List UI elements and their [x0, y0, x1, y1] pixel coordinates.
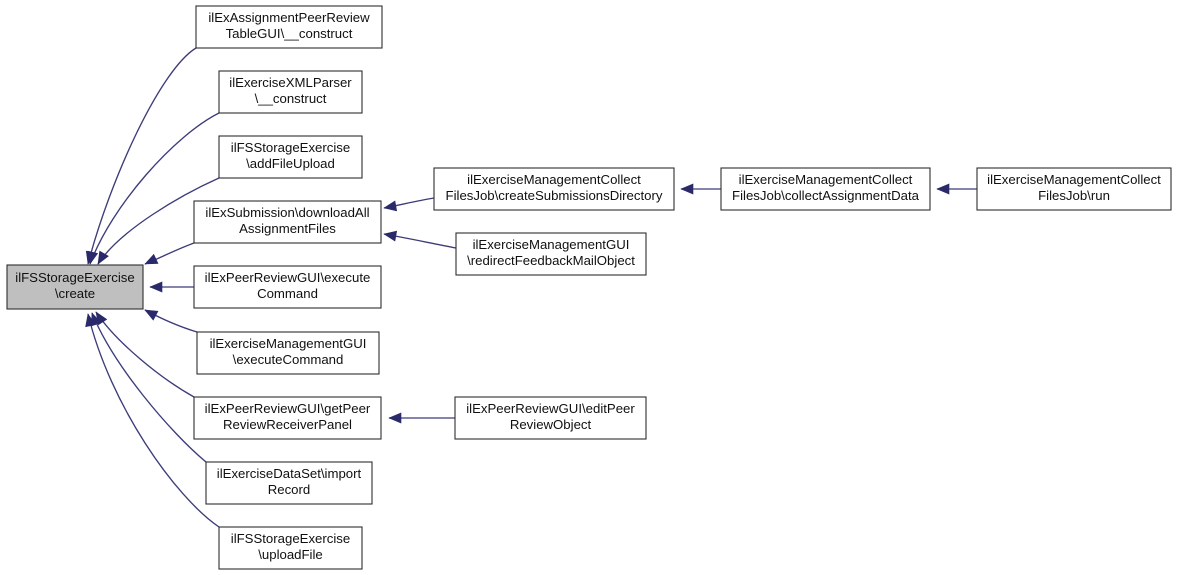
node-label-line2: AssignmentFiles: [239, 221, 336, 236]
node-label-line1: ilFSStorageExercise: [231, 140, 350, 155]
graph-node-exmgmt-execcmd[interactable]: ilExerciseManagementGUI\executeCommand: [196, 331, 380, 375]
node-label-line2: \create: [55, 286, 95, 301]
node-label-line1: ilExerciseManagementCollect: [467, 172, 641, 187]
node-box[interactable]: [218, 526, 363, 570]
edge-arrowhead: [85, 313, 96, 328]
node-box[interactable]: [720, 167, 931, 211]
node-box[interactable]: [6, 264, 144, 310]
graph-edge: [89, 112, 220, 265]
node-label-line1: ilExerciseManagementGUI: [473, 237, 630, 252]
node-box[interactable]: [976, 167, 1172, 211]
node-box[interactable]: [196, 331, 380, 375]
node-label: ilExerciseManagementGUI\executeCommand: [210, 336, 367, 367]
node-label: ilExerciseXMLParser\__construct: [229, 75, 352, 106]
node-label-line1: ilFSStorageExercise: [15, 270, 134, 285]
edge-arrowhead: [383, 230, 398, 242]
node-box[interactable]: [454, 396, 647, 440]
node-label-line2: Record: [268, 482, 311, 497]
edge-arrowhead: [149, 281, 163, 293]
node-box[interactable]: [193, 200, 382, 244]
node-label-line2: \uploadFile: [258, 547, 323, 562]
node-box[interactable]: [433, 167, 675, 211]
node-box[interactable]: [218, 70, 363, 114]
node-label-line2: ReviewReceiverPanel: [223, 417, 352, 432]
node-label-line1: ilExAssignmentPeerReview: [208, 10, 370, 25]
edge-arrowhead: [87, 250, 99, 265]
node-label-line2: \addFileUpload: [246, 156, 335, 171]
graph-edge: [97, 177, 220, 265]
node-label-line1: ilFSStorageExercise: [231, 531, 350, 546]
node-label-line1: ilExPeerReviewGUI\execute: [205, 270, 371, 285]
node-label-line2: FilesJob\run: [1038, 188, 1110, 203]
graph-node-addfileupload[interactable]: ilFSStorageExercise\addFileUpload: [218, 135, 363, 179]
node-label-line1: ilExerciseManagementCollect: [739, 172, 913, 187]
node-label-line1: ilExPeerReviewGUI\getPeer: [205, 401, 371, 416]
node-label-line2: ReviewObject: [510, 417, 592, 432]
graph-edge: [87, 313, 220, 528]
graph-node-xmlparser-construct[interactable]: ilExerciseXMLParser\__construct: [218, 70, 363, 114]
node-label-line1: ilExerciseManagementCollect: [987, 172, 1161, 187]
graph-edge: [91, 312, 207, 463]
graph-node-redirectfeedbackmail[interactable]: ilExerciseManagementGUI\redirectFeedback…: [455, 232, 647, 276]
node-box[interactable]: [205, 461, 373, 505]
node-box[interactable]: [218, 135, 363, 179]
node-box[interactable]: [455, 232, 647, 276]
node-label-line1: ilExSubmission\downloadAll: [205, 205, 369, 220]
node-label-line2: \__construct: [255, 91, 327, 106]
node-label-line2: FilesJob\createSubmissionsDirectory: [446, 188, 663, 203]
node-label-line2: Command: [257, 286, 318, 301]
edge-layer: [85, 47, 978, 528]
node-box[interactable]: [195, 5, 383, 49]
node-label-line2: TableGUI\__construct: [226, 26, 353, 41]
edge-arrowhead: [144, 253, 159, 265]
edge-arrowhead: [936, 183, 950, 195]
node-label: ilExerciseManagementGUI\redirectFeedback…: [467, 237, 635, 268]
graph-node-uploadfile[interactable]: ilFSStorageExercise\uploadFile: [218, 526, 363, 570]
node-label-line1: ilExerciseXMLParser: [229, 75, 352, 90]
graph-edge: [95, 311, 195, 398]
edge-arrowhead: [97, 250, 109, 265]
node-label-line2: FilesJob\collectAssignmentData: [732, 188, 920, 203]
node-layer: ilFSStorageExercise\createilExAssignment…: [6, 5, 1172, 570]
node-label-line1: ilExPeerReviewGUI\editPeer: [466, 401, 635, 416]
graph-edge: [87, 47, 197, 265]
node-label-line2: \executeCommand: [233, 352, 344, 367]
node-label: ilFSStorageExercise\create: [15, 270, 134, 301]
node-label-line1: ilExerciseDataSet\import: [217, 466, 362, 481]
node-label-line1: ilExerciseManagementGUI: [210, 336, 367, 351]
node-label: ilFSStorageExercise\addFileUpload: [231, 140, 350, 171]
node-box[interactable]: [193, 396, 382, 440]
edge-arrowhead: [388, 412, 402, 424]
edge-arrowhead: [383, 200, 398, 212]
graph-node-create[interactable]: ilFSStorageExercise\create: [6, 264, 144, 310]
edge-arrowhead: [680, 183, 694, 195]
edge-arrowhead: [144, 309, 159, 321]
node-box[interactable]: [193, 265, 382, 309]
node-label-line2: \redirectFeedbackMailObject: [467, 253, 635, 268]
node-label: ilFSStorageExercise\uploadFile: [231, 531, 350, 562]
